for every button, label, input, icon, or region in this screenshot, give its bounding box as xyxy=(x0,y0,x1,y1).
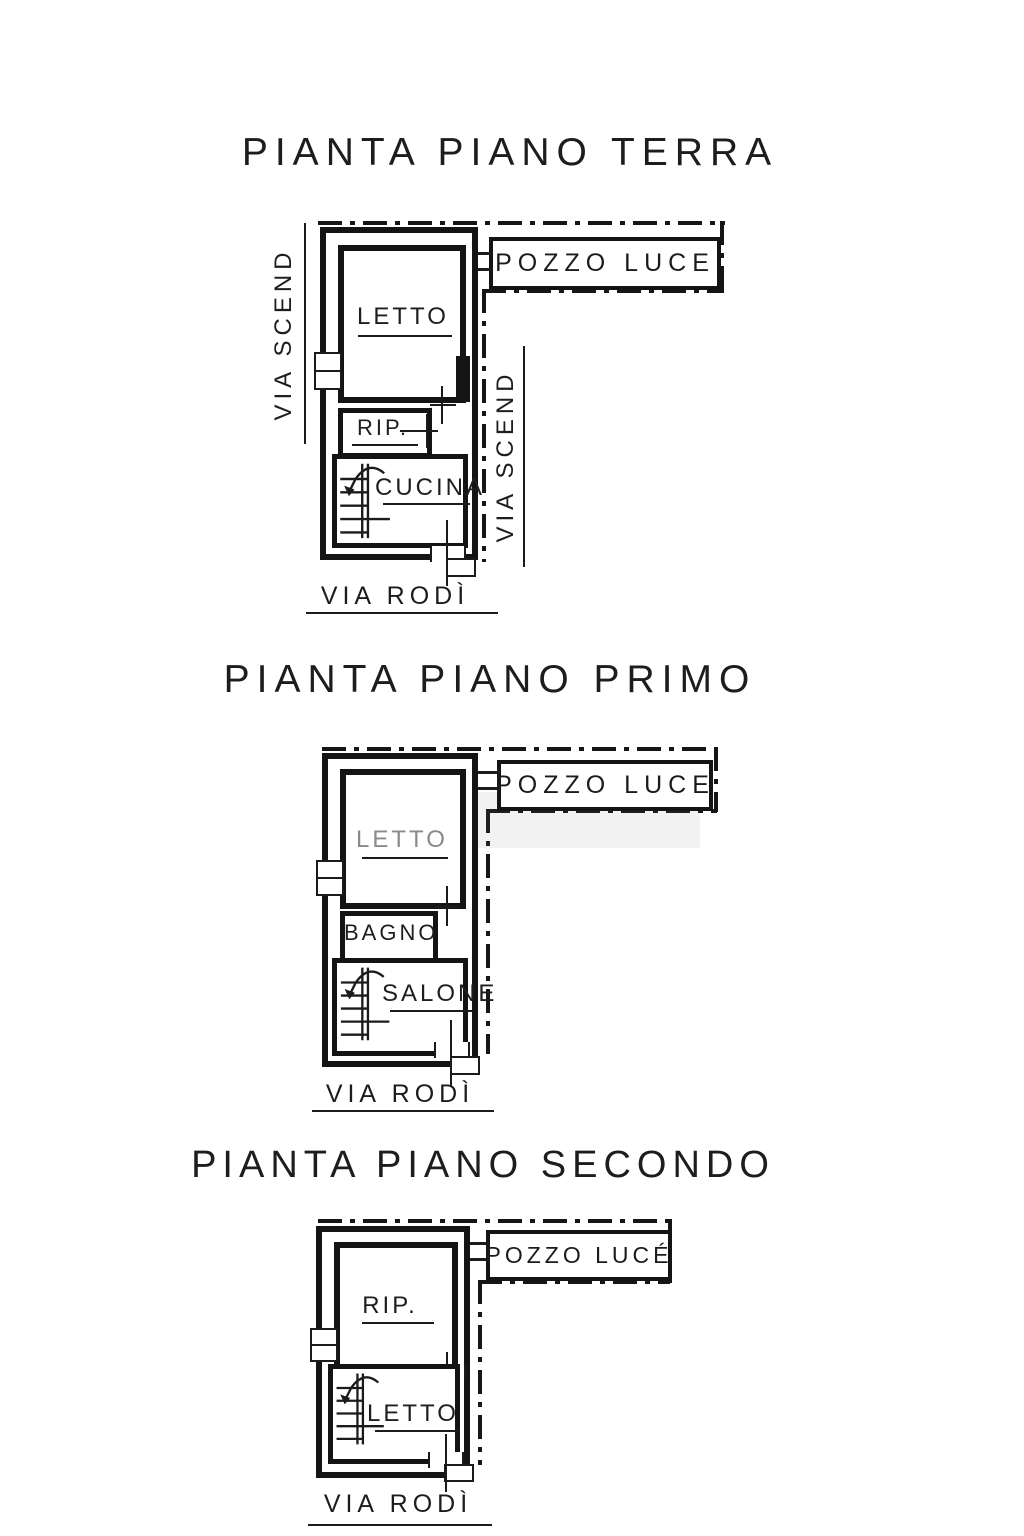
room-label-underline xyxy=(383,503,470,505)
room-label-underline xyxy=(362,857,448,859)
floor-title-terra: PIANTA PIANO TERRA xyxy=(241,131,779,174)
entrance-step xyxy=(444,1464,474,1482)
door-leader-line xyxy=(400,430,438,432)
light-well-label: POZZO LUCE xyxy=(495,249,715,277)
room-letto xyxy=(340,769,466,909)
street-label-via-rodi: VIA RODÌ xyxy=(323,1490,473,1518)
window-symbol xyxy=(314,352,342,390)
room-label-salone: SALONE xyxy=(382,980,498,1007)
parcel-boundary-under-annex xyxy=(482,289,724,293)
door-tick xyxy=(430,404,456,406)
door-opening xyxy=(434,1042,470,1058)
light-well-label: POZZO LUCE xyxy=(495,771,715,799)
room-label-underline xyxy=(362,1322,434,1324)
parcel-boundary-right-lower xyxy=(478,1280,482,1465)
annex-connector-line xyxy=(452,1242,490,1245)
parcel-boundary-right-upper xyxy=(720,221,724,293)
street-label-via-scend-right: VIA SCEND xyxy=(492,369,519,543)
street-line-bottom xyxy=(312,1110,494,1112)
room-salone xyxy=(332,958,468,1056)
entrance-step xyxy=(450,1056,480,1075)
wall-pilaster xyxy=(456,356,470,402)
street-label-via-rodi: VIA RODÌ xyxy=(325,1080,475,1108)
window-symbol xyxy=(316,860,344,896)
annex-connector-line xyxy=(460,787,500,790)
door-tick xyxy=(435,906,461,908)
window-symbol xyxy=(310,1328,338,1362)
street-line-right xyxy=(523,346,525,567)
street-line-left xyxy=(304,223,306,444)
door-tick xyxy=(426,414,428,448)
street-leader-line xyxy=(445,1434,447,1492)
room-label-rip: RIP. xyxy=(362,1292,418,1319)
street-line-bottom xyxy=(308,1524,492,1526)
room-label-letto: LETTO xyxy=(367,1400,459,1427)
light-well-label: POZZO LUCÉ xyxy=(485,1242,673,1268)
room-label-bagno: BAGNO xyxy=(344,920,439,945)
light-well-box: POZZO LUCE xyxy=(489,237,721,290)
stairs-icon xyxy=(336,458,398,542)
room-label-rip: RIP. xyxy=(357,415,409,440)
entrance-step xyxy=(446,558,476,577)
street-leader-line xyxy=(446,520,448,586)
light-well-box: POZZO LUCE xyxy=(495,760,715,811)
room-letto xyxy=(338,245,466,403)
annex-connector-line xyxy=(460,771,500,774)
room-label-letto: LETTO xyxy=(356,826,448,853)
parcel-boundary-right-lower xyxy=(486,809,490,1054)
floor-title-primo: PIANTA PIANO PRIMO xyxy=(223,658,757,701)
parcel-boundary-top xyxy=(318,1219,672,1223)
room-label-underline xyxy=(352,444,418,446)
parcel-boundary-top xyxy=(322,747,718,751)
parcel-boundary-under-annex xyxy=(486,809,717,813)
street-leader-line xyxy=(450,1020,452,1086)
street-line-bottom xyxy=(306,612,498,614)
room-label-letto: LETTO xyxy=(357,303,449,330)
stairs-icon xyxy=(336,962,398,1044)
stairs-icon xyxy=(332,1368,392,1448)
room-label-underline xyxy=(390,1010,472,1012)
room-label-underline xyxy=(358,335,452,337)
parcel-boundary-under-annex xyxy=(478,1280,670,1284)
room-label-underline xyxy=(375,1430,459,1432)
street-label-via-scend-left: VIA SCEND xyxy=(270,247,297,421)
parcel-boundary-right-upper xyxy=(714,747,718,812)
parcel-boundary-right-lower xyxy=(482,289,486,562)
annex-connector-line xyxy=(452,1258,490,1261)
room-label-cucina: CUCINA xyxy=(375,474,486,501)
parcel-boundary-top xyxy=(318,221,725,225)
street-label-via-rodi: VIA RODÌ xyxy=(320,582,470,610)
floor-title-secondo: PIANTA PIANO SECONDO xyxy=(191,1144,775,1186)
light-well-box: POZZO LUCÉ xyxy=(486,1230,672,1281)
